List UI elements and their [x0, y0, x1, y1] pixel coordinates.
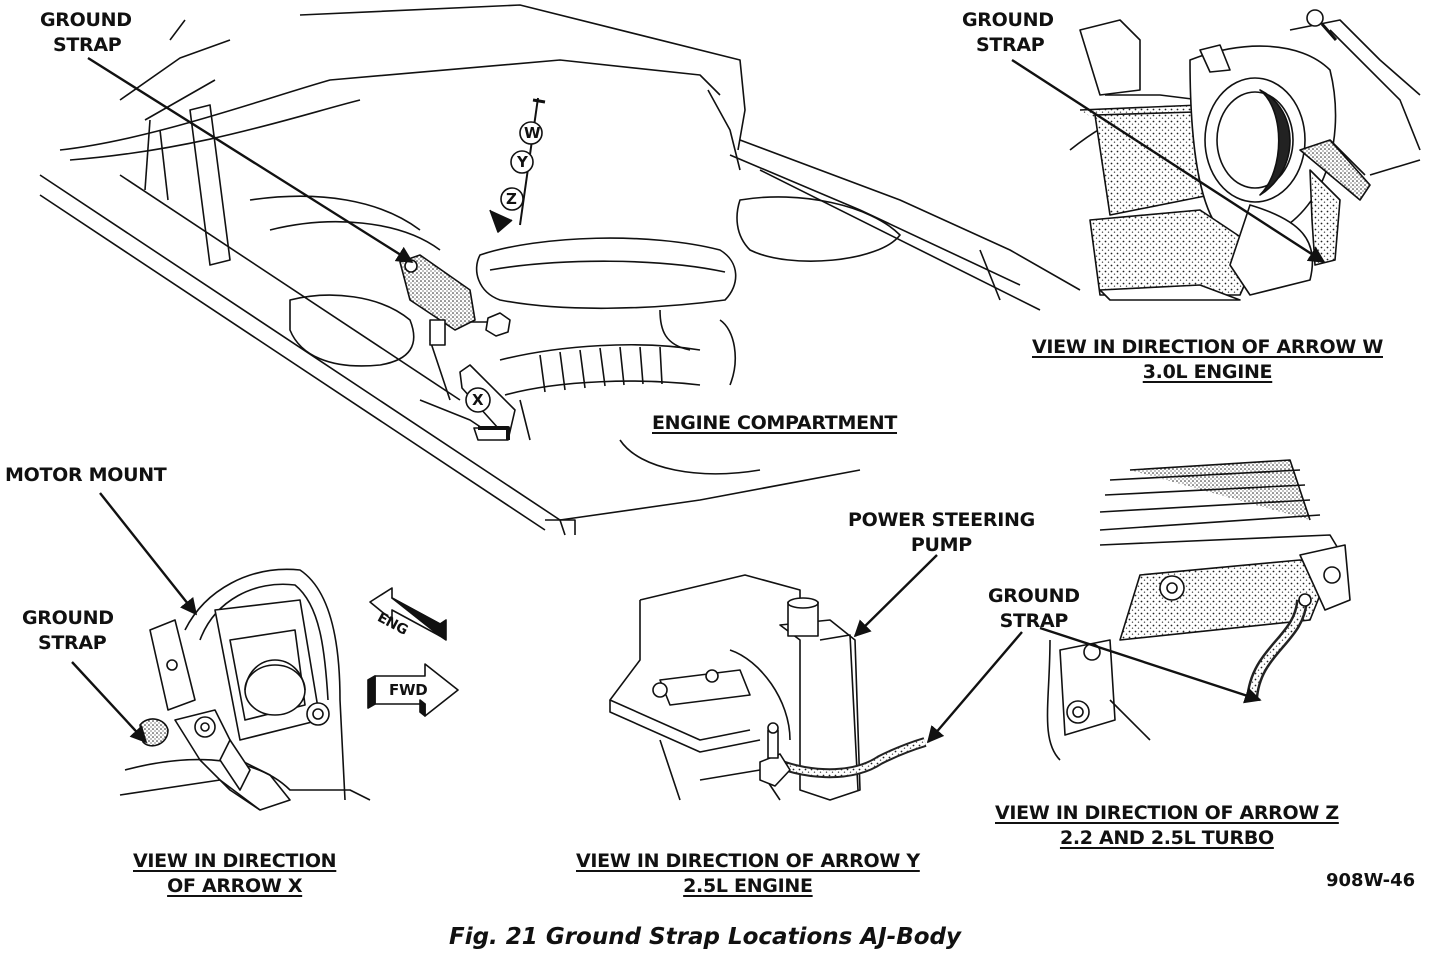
direction-arrows [368, 588, 458, 716]
callout-w-letter: W [524, 124, 541, 142]
view-y-drawing [610, 555, 937, 800]
engine-compartment-label: ENGINE COMPARTMENT [652, 412, 898, 434]
callout-x-letter: X [472, 391, 484, 409]
callout-x-circle [466, 388, 490, 412]
figure-caption: Fig. 21 Ground Strap Locations AJ-Body [449, 924, 962, 950]
view-y-caption: VIEW IN DIRECTION OF ARROW Y 2.5L ENGINE [576, 850, 920, 897]
view-z-caption: VIEW IN DIRECTION OF ARROW Z 2.2 AND 2.5… [995, 802, 1339, 849]
fwd-arrow-label: FWD [389, 681, 428, 699]
callout-z-circle [501, 188, 523, 210]
view-w-caption: VIEW IN DIRECTION OF ARROW W 3.0L ENGINE [1032, 336, 1383, 383]
callout-w-circle [520, 122, 542, 144]
ground-strap-label-w: GROUND STRAP [962, 9, 1054, 56]
ground-strap-label-z: GROUND STRAP [988, 585, 1080, 632]
power-steering-pump-label: POWER STEERING PUMP [848, 509, 1035, 556]
callout-y-circle [511, 151, 533, 173]
view-x-drawing [72, 493, 370, 810]
view-z-drawing [926, 460, 1350, 760]
callout-y-letter: Y [517, 153, 528, 171]
ground-strap-label-x: GROUND STRAP [22, 607, 114, 654]
callout-z-letter: Z [506, 190, 517, 208]
view-w-drawing [1012, 10, 1420, 300]
ground-strap-label-main: GROUND STRAP [40, 9, 132, 56]
reference-code: 908W-46 [1326, 870, 1416, 891]
view-x-caption: VIEW IN DIRECTION OF ARROW X [133, 850, 337, 897]
engine-compartment-drawing [40, 5, 1080, 535]
motor-mount-label: MOTOR MOUNT [5, 464, 167, 486]
